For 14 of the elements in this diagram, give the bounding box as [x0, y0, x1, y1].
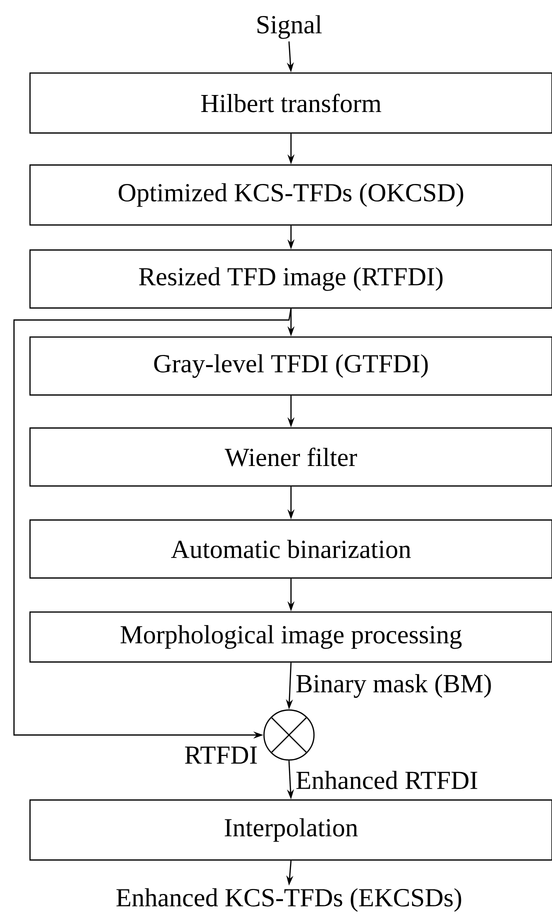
process-box: Automatic binarization — [29, 519, 552, 579]
process-box: Hilbert transform — [29, 72, 552, 134]
process-box: Interpolation — [29, 799, 552, 861]
process-box: Resized TFD image (RTFDI) — [29, 249, 552, 309]
multiplier-circle — [263, 709, 315, 761]
edge-label: Binary mask (BM) — [296, 674, 491, 698]
process-box: Gray-level TFDI (GTFDI) — [29, 336, 552, 396]
process-box: Morphological image processing — [29, 611, 552, 663]
edge-label: RTFDI — [185, 746, 257, 764]
process-box: Wiener filter — [29, 427, 552, 487]
flow-text: Enhanced KCS-TFDs (EKCSDs) — [116, 888, 462, 912]
flow-text: Signal — [258, 15, 322, 39]
process-box: Optimized KCS-TFDs (OKCSD) — [29, 164, 552, 226]
edge-label: Enhanced RTFDI — [296, 770, 478, 790]
